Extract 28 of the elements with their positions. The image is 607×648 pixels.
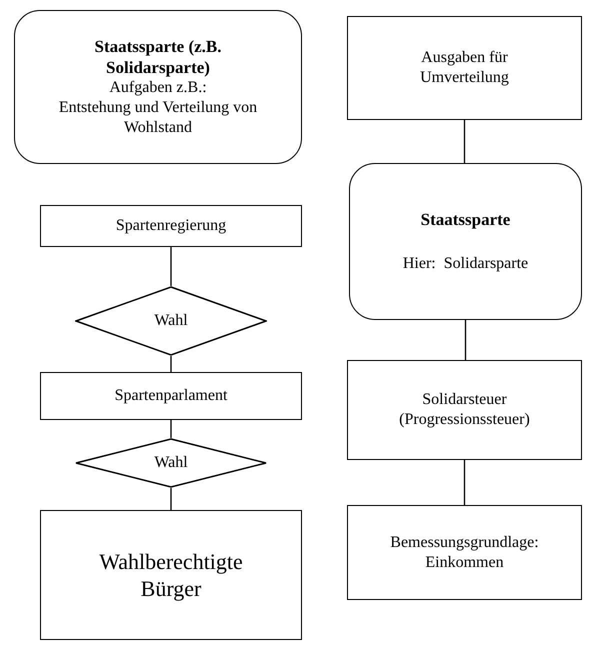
process-box	[347, 505, 582, 600]
box-heading: Staatssparte (z.B. Solidarsparte)	[93, 36, 222, 78]
connector-line	[464, 120, 466, 163]
connector-line	[464, 320, 466, 360]
box-text: Solidarsteuer (Progressionssteuer)	[398, 390, 531, 430]
connector-line	[170, 247, 172, 286]
connector-line	[170, 420, 172, 438]
connector-line	[464, 460, 466, 505]
rounded-box	[14, 10, 302, 164]
box-text: Wahl	[154, 453, 188, 473]
box-text: Bemessungsgrundlage: Einkommen	[389, 532, 540, 572]
connector-line	[170, 356, 172, 372]
process-box	[347, 360, 582, 460]
process-box	[40, 372, 302, 420]
box-heading: Staatssparte	[420, 208, 510, 230]
box-text: Wahlberechtigte Bürger	[98, 548, 244, 602]
process-box	[40, 510, 302, 640]
connector-line	[170, 488, 172, 510]
box-text: Ausgaben für Umverteilung	[419, 48, 510, 88]
box-text: Spartenregierung	[116, 216, 226, 236]
process-box	[347, 16, 582, 120]
box-text: Entstehung und Verteilung von Wohlstand	[58, 98, 258, 138]
box-text: Spartenparlament	[114, 386, 228, 406]
rounded-box	[349, 163, 582, 320]
box-text: Hier: Solidarsparte	[402, 254, 528, 274]
process-box	[40, 205, 302, 247]
box-text: Wahl	[154, 311, 188, 331]
box-text: Aufgaben z.B.:	[109, 78, 207, 98]
